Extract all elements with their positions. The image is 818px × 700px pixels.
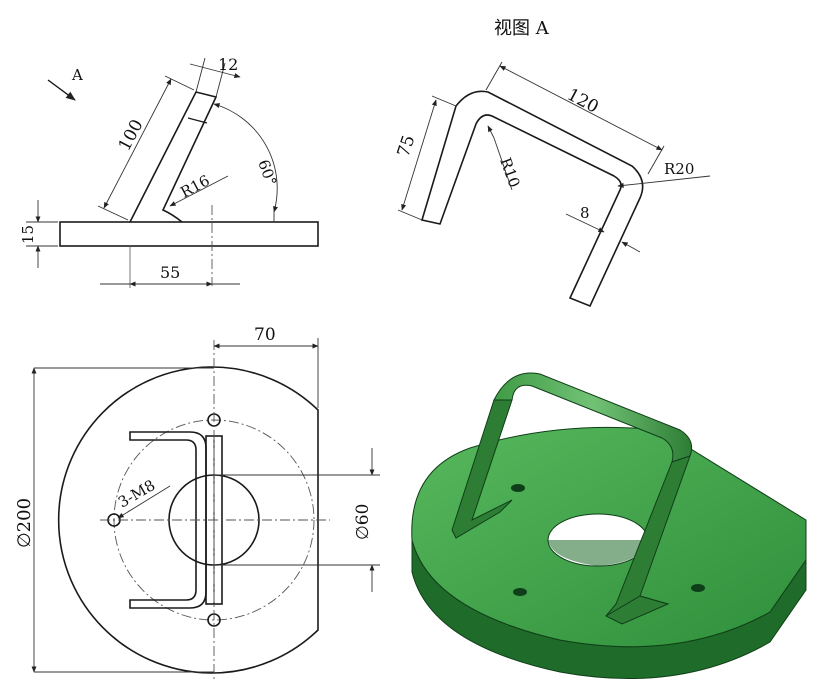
dim-dia200-text: ∅200 — [14, 498, 35, 548]
bent-handle-outline — [420, 90, 644, 308]
dim-70-text: 70 — [254, 325, 276, 345]
leader-m8 — [117, 485, 171, 519]
ext-12-b — [215, 62, 226, 98]
dim-120-text: 120 — [564, 85, 602, 118]
ext-120-b — [647, 145, 665, 175]
dim-r10-text: R10 — [496, 155, 523, 190]
view-a-title: 视图 A — [494, 18, 550, 39]
handle-plan-outline — [129, 431, 207, 609]
view-direction-arrow — [47, 79, 76, 101]
handle-foot-edge — [605, 595, 669, 617]
dim-r20-text: R20 — [664, 160, 694, 178]
arm-top-edge — [187, 117, 208, 124]
top-view-dimensions — [31, 338, 380, 673]
bolt-hole-front — [513, 588, 527, 596]
front-view-labels: A 12 100 60° R16 15 55 — [19, 55, 280, 282]
disc-outline — [57, 366, 319, 674]
view-a — [420, 90, 644, 308]
bolt-hole-right — [691, 584, 705, 592]
leader-r10 — [487, 125, 495, 139]
view-a-labels: 视图 A 120 75 R10 R20 8 — [394, 18, 695, 222]
dim-line-75 — [401, 99, 437, 211]
bolt-hole-back — [511, 484, 525, 492]
view-a-dimensions — [397, 61, 711, 253]
top-view-centerlines — [100, 340, 330, 680]
dim-r16-text: R16 — [177, 171, 212, 201]
front-view-dimensions — [26, 57, 278, 287]
handle-front-leg — [605, 455, 691, 625]
dim-dia60-text: ∅60 — [353, 504, 373, 540]
dim-line-100 — [103, 78, 172, 209]
top-view — [57, 366, 319, 674]
dim-line-120 — [499, 65, 663, 151]
ext-12-a — [195, 57, 206, 93]
center-hole-wall — [548, 540, 648, 566]
ext-75-b — [397, 209, 423, 221]
dim-8-text: 8 — [580, 204, 590, 222]
ext-75-a — [431, 95, 457, 107]
dim-8-a — [565, 213, 605, 233]
dim-55-text: 55 — [160, 263, 180, 282]
dim-15-text: 15 — [19, 225, 37, 244]
leader-r10-tail — [493, 137, 513, 191]
dim-arc-60deg — [213, 103, 278, 213]
isometric-3d-model — [411, 372, 807, 679]
ext-120-a — [485, 61, 503, 91]
front-view — [59, 91, 319, 288]
dim-12-text: 12 — [218, 55, 238, 74]
leader-r16 — [169, 175, 229, 207]
dim-60deg-text: 60° — [254, 157, 280, 188]
ext-100-b — [164, 75, 195, 91]
top-view-labels: 70 ∅200 ∅60 3-M8 — [14, 325, 373, 548]
inclined-arm-outline — [129, 91, 218, 223]
dim-8-b — [621, 241, 641, 253]
dim-75-text: 75 — [394, 133, 420, 160]
dim-100-text: 100 — [115, 116, 148, 154]
base-plate-outline — [59, 221, 319, 247]
dim-line-12 — [189, 63, 241, 79]
leader-r20 — [617, 175, 711, 188]
view-arrow-label: A — [71, 66, 83, 84]
ext-100-a — [97, 205, 129, 221]
